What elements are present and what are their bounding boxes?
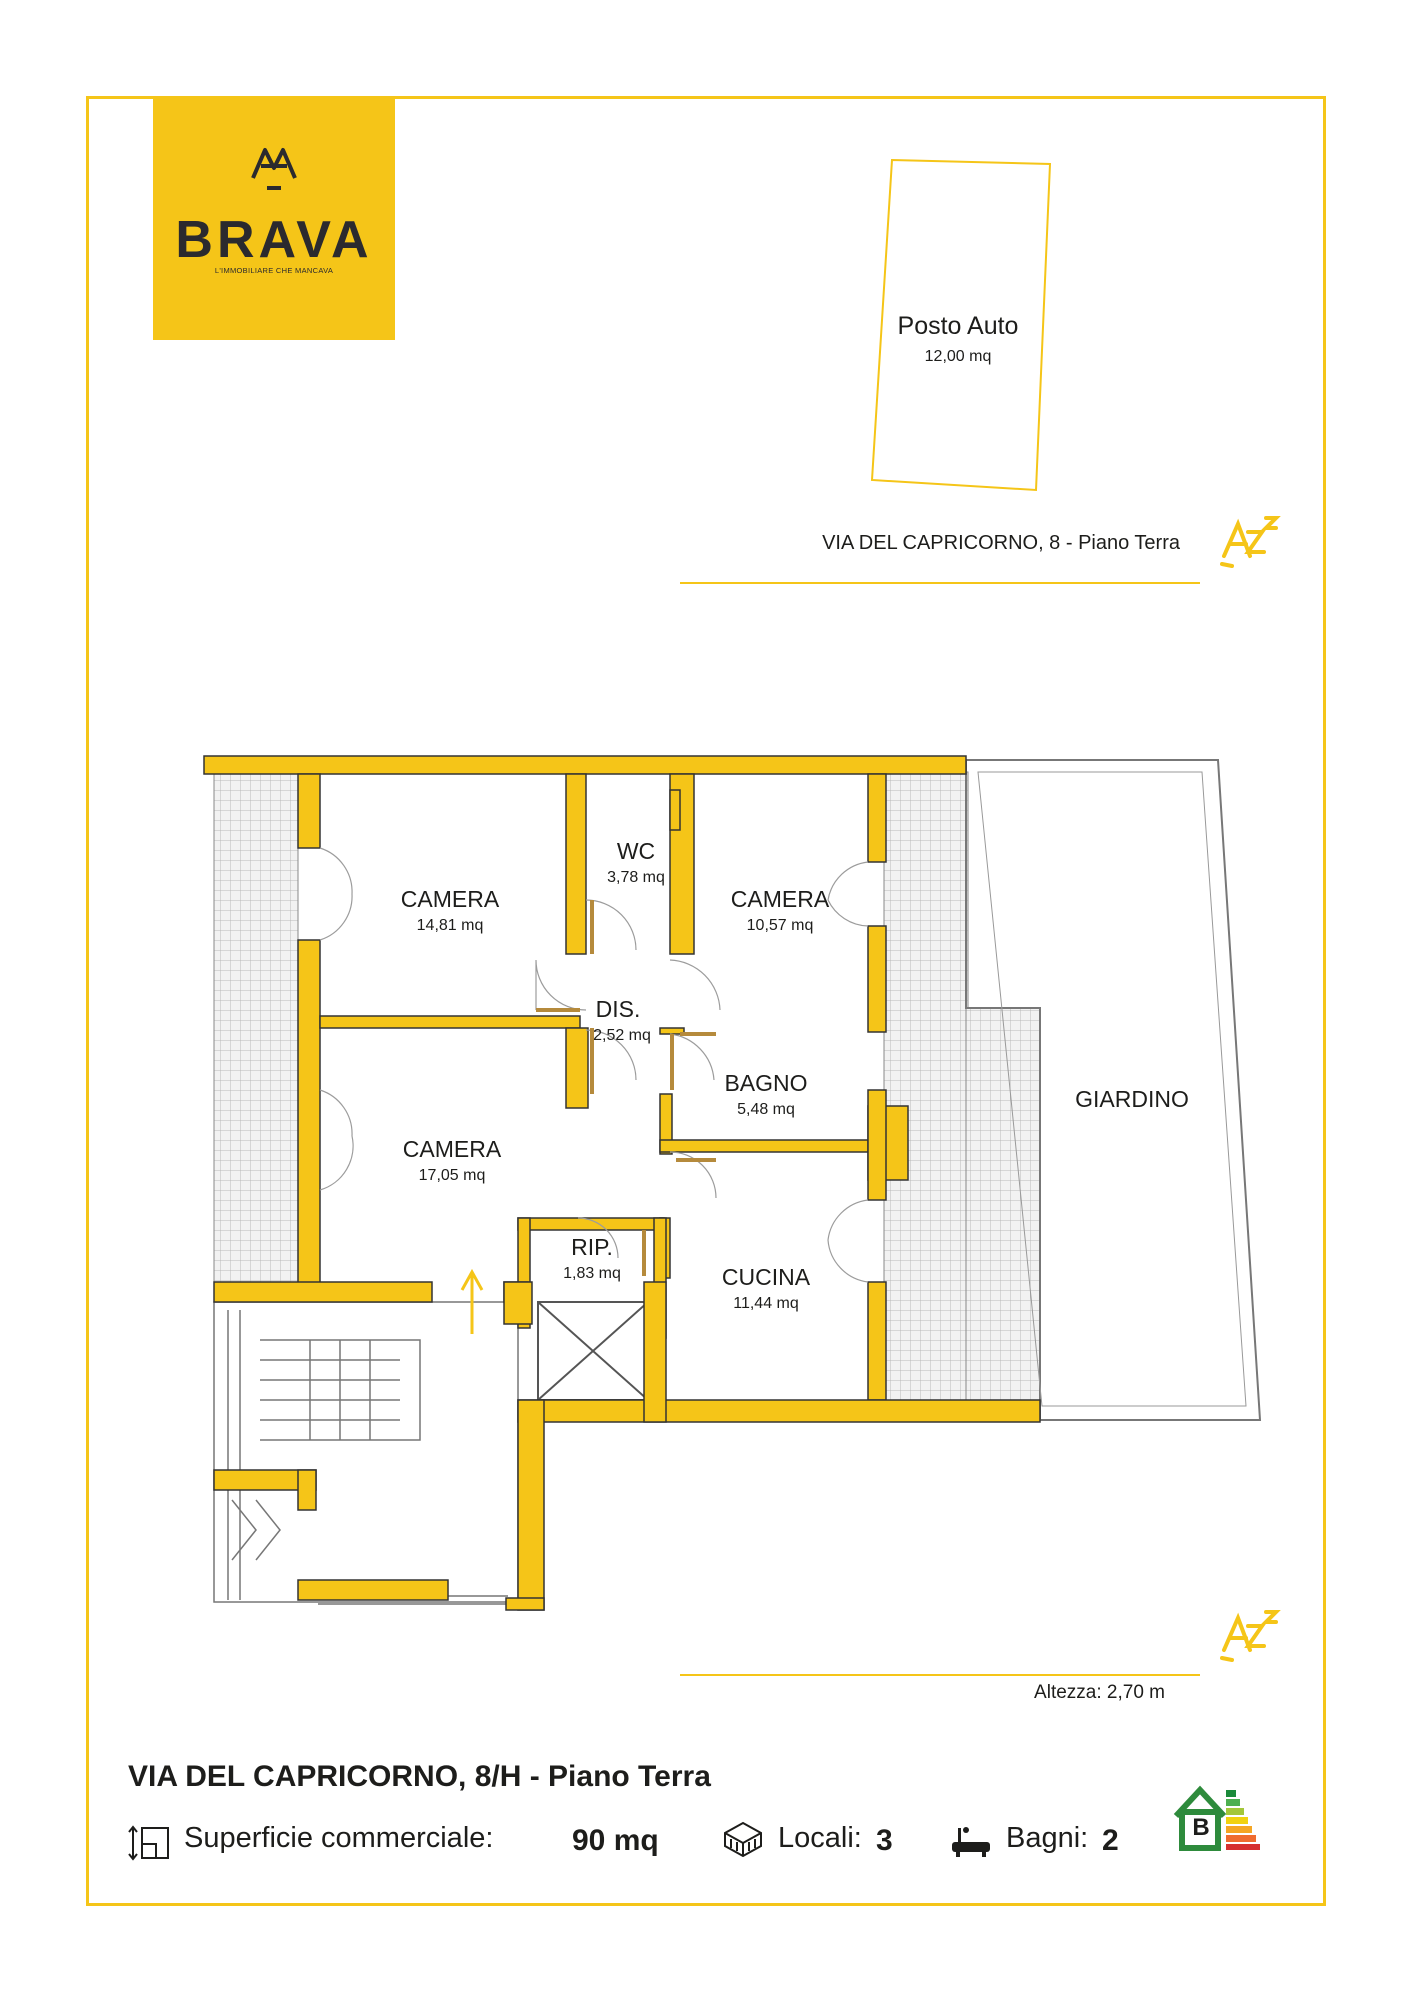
logo-crown-icon — [251, 148, 297, 190]
energy-house-icon — [1173, 1785, 1260, 1851]
garden-inner-outline — [977, 771, 1247, 1407]
room-camera-3-area: 17,05 mq — [418, 1167, 486, 1184]
door-swings — [319, 847, 869, 1283]
room-camera-1-area: 14,81 mq — [416, 917, 484, 934]
brand-name: BRAVA — [175, 211, 373, 269]
bottom-divider — [680, 1674, 1200, 1676]
room-cucina-area: 11,44 mq — [733, 1295, 799, 1312]
baths-value: 2 — [1102, 1824, 1119, 1857]
surface-value: 90 mq — [572, 1824, 659, 1857]
surface-icon — [128, 1825, 169, 1861]
brand-logo: BRAVA L'IMMOBILIARE CHE MANCAVA — [153, 98, 395, 340]
walls — [203, 755, 1041, 1611]
room-wc-area: 3,78 mq — [607, 869, 665, 886]
address-bottom: VIA DEL CAPRICORNO, 8/H - Piano Terra — [128, 1760, 711, 1793]
baths-label: Bagni: — [1006, 1822, 1089, 1854]
room-camera-1-name: CAMERA — [400, 886, 500, 912]
room-camera-2-area: 10,57 mq — [746, 917, 814, 934]
address-top: VIA DEL CAPRICORNO, 8 - Piano Terra — [822, 532, 1180, 554]
terrace-right — [883, 771, 969, 1401]
bathtub-icon — [952, 1827, 990, 1857]
brand-tagline: L'IMMOBILIARE CHE MANCAVA — [214, 266, 334, 275]
parking-area: 12,00 mq — [924, 348, 992, 365]
rooms-cube-icon — [724, 1821, 762, 1858]
room-dis-name: DIS. — [595, 996, 641, 1022]
surface-label: Superficie commerciale: — [184, 1822, 494, 1854]
room-bagno-name: BAGNO — [724, 1070, 808, 1096]
energy-class-label: B — [1192, 1814, 1210, 1841]
stairwell — [213, 1301, 519, 1605]
terrace-left — [213, 771, 299, 1283]
door-leaves — [536, 900, 716, 1276]
parking-label: Posto Auto — [897, 312, 1019, 340]
compass-az-icon — [1220, 1610, 1281, 1662]
rooms-value: 3 — [876, 1824, 893, 1857]
room-camera-2-name: CAMERA — [730, 886, 830, 912]
terrace-right-ext — [965, 1007, 1041, 1401]
elevator-shaft — [537, 1301, 649, 1401]
compass-az-icon — [1220, 516, 1281, 568]
height-note: Altezza: 2,70 m — [1034, 1682, 1165, 1703]
parking-space-outline — [870, 158, 1052, 492]
top-divider — [680, 582, 1200, 584]
room-giardino-name: GIARDINO — [1075, 1086, 1189, 1112]
room-camera-3-name: CAMERA — [402, 1136, 502, 1162]
entrance-arrow-icon — [460, 1268, 484, 1334]
room-bagno-area: 5,48 mq — [737, 1101, 795, 1118]
room-dis-area: 2,52 mq — [593, 1027, 651, 1044]
room-rip-area: 1,83 mq — [563, 1265, 621, 1282]
page-frame — [86, 96, 1326, 1906]
room-rip-name: RIP. — [571, 1234, 613, 1260]
rooms-label: Locali: — [778, 1822, 862, 1854]
room-cucina-name: CUCINA — [721, 1264, 811, 1290]
room-wc-name: WC — [616, 838, 656, 864]
